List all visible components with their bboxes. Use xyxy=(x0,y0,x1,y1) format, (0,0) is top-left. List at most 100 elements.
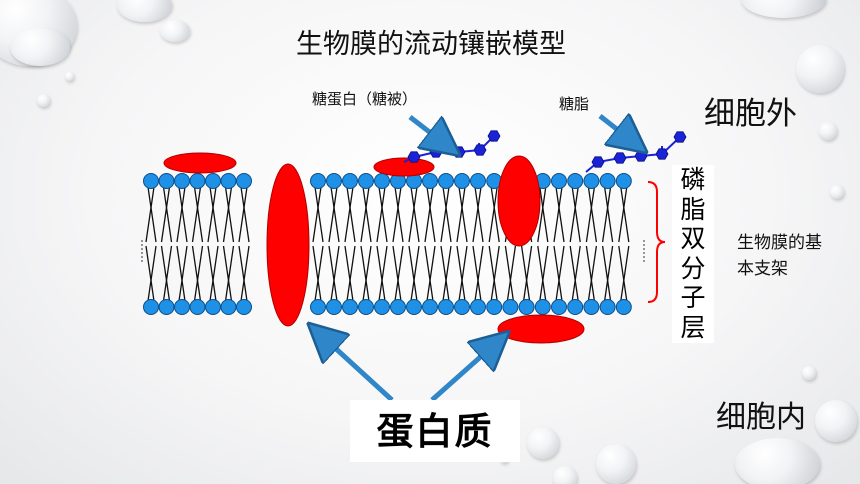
lipid-tail xyxy=(426,186,436,243)
lipid-tail xyxy=(408,186,418,243)
protein-label: 蛋白质 xyxy=(350,400,520,462)
phospholipid-head xyxy=(438,299,454,315)
lipid-tail xyxy=(539,245,549,302)
phospholipid-head xyxy=(454,173,470,189)
sugar-unit xyxy=(655,148,669,160)
lipid-tail xyxy=(458,186,468,243)
lipid-tail xyxy=(240,186,250,243)
phospholipid-head xyxy=(158,173,175,189)
phospholipid-head xyxy=(422,299,438,315)
phospholipid-head xyxy=(454,299,470,315)
phospholipid-head xyxy=(236,173,252,189)
basic-framework-label: 生物膜的基本支架 xyxy=(737,233,822,279)
lipid-tail xyxy=(312,186,322,243)
lipid-tail xyxy=(424,186,434,243)
protein-arrow-left xyxy=(322,336,394,402)
phospholipid-head xyxy=(158,299,175,315)
lipid-tail xyxy=(207,186,217,243)
lipid-tail xyxy=(222,186,233,243)
phospholipid-head xyxy=(143,173,159,189)
sugar-unit xyxy=(473,144,487,156)
lipid-tail xyxy=(312,245,322,302)
water-drop xyxy=(735,438,820,484)
sugar-unit xyxy=(613,152,627,164)
phospholipid-head xyxy=(615,299,632,315)
lipid-tail xyxy=(362,186,372,243)
lipid-tail xyxy=(456,186,466,243)
lipid-tail xyxy=(555,245,565,302)
water-drop xyxy=(796,45,844,93)
lipid-tail xyxy=(207,245,217,302)
lipid-tail xyxy=(392,186,402,243)
lipid-tail xyxy=(537,186,547,243)
glycolipid-arrow xyxy=(598,116,632,141)
lipid-tail xyxy=(569,186,579,243)
lipid-tail xyxy=(539,186,549,243)
phospholipid-head xyxy=(583,173,600,189)
water-drop xyxy=(596,444,636,484)
phospholipid-head xyxy=(470,173,486,189)
lipid-tail xyxy=(209,186,219,243)
lipid-tail xyxy=(504,245,515,302)
sugar-unit xyxy=(407,151,421,163)
water-drop xyxy=(819,122,837,140)
lipid-tail xyxy=(553,186,563,243)
lipid-tail xyxy=(585,245,596,302)
sugar-unit xyxy=(487,130,501,142)
bilayer-bracket xyxy=(647,181,666,303)
phospholipid-head xyxy=(374,173,390,189)
lipid-tail xyxy=(314,245,324,302)
lipid-tail xyxy=(376,245,386,302)
lipid-tail xyxy=(555,186,565,243)
water-drop xyxy=(802,366,816,380)
embedded-protein xyxy=(497,155,541,247)
phospholipid-heads xyxy=(143,173,632,315)
phospholipid-head xyxy=(551,173,567,189)
phospholipid-head xyxy=(390,299,406,315)
lipid-tail xyxy=(474,245,484,302)
phospholipid-head xyxy=(486,299,503,315)
lipid-tail xyxy=(442,186,452,243)
water-drop xyxy=(830,185,844,199)
lipid-tail xyxy=(440,186,450,243)
phospholipid-head xyxy=(567,299,584,315)
water-drop xyxy=(527,427,559,459)
lipid-tail xyxy=(410,245,420,302)
lipid-tail xyxy=(160,186,171,243)
lipid-tail xyxy=(537,245,547,302)
lipid-tail xyxy=(587,186,598,243)
phospholipid-head xyxy=(220,299,237,315)
lipid-tail xyxy=(222,245,233,302)
slide-title: 生物膜的流动镶嵌模型 xyxy=(296,29,566,60)
lipid-tail xyxy=(553,245,563,302)
phospholipid-head xyxy=(236,299,252,315)
sugar-unit xyxy=(429,146,443,158)
lipid-tail xyxy=(346,245,356,302)
lipid-tail xyxy=(601,186,612,243)
sugar-unit xyxy=(673,131,687,143)
lipid-tail xyxy=(238,186,248,243)
protein-arrow-right xyxy=(430,344,495,402)
lipid-tail xyxy=(456,245,466,302)
water-drop xyxy=(741,0,826,18)
peripheral-protein xyxy=(373,157,435,177)
phospholipid-head xyxy=(342,299,358,315)
lipid-tail xyxy=(474,186,484,243)
lipid-tail xyxy=(620,186,630,243)
lipid-tail xyxy=(160,245,171,302)
lipid-tail xyxy=(178,186,188,243)
water-drop xyxy=(815,400,857,442)
phospholipid-head xyxy=(189,299,206,315)
sugar-chains xyxy=(403,130,687,173)
lipid-tail xyxy=(147,245,157,302)
glycoprotein-label: 糖蛋白（糖被） xyxy=(312,90,418,108)
lipid-tail xyxy=(442,245,452,302)
lipid-tail xyxy=(240,245,250,302)
phospholipid-head xyxy=(374,299,390,315)
phospholipid-head xyxy=(615,173,632,189)
lipid-tail xyxy=(145,245,155,302)
cell-exterior-label: 细胞外 xyxy=(704,96,797,132)
lipid-tail xyxy=(424,245,434,302)
phospholipid-head xyxy=(220,173,237,189)
